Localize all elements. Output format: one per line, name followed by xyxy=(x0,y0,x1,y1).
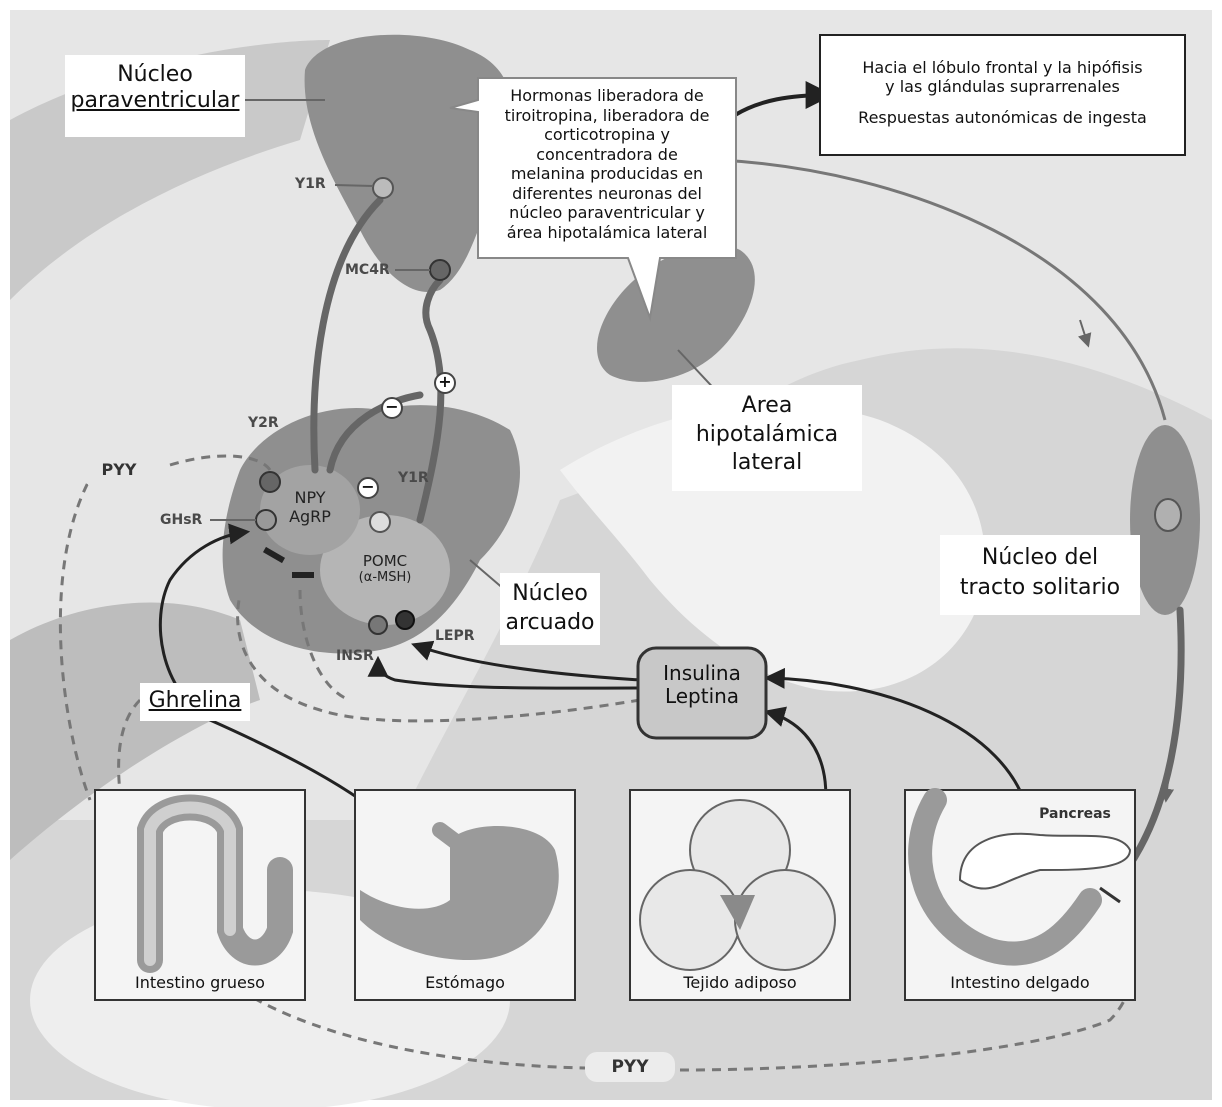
leptina-text: Leptina xyxy=(640,685,764,708)
hormones-line-3: corticotropina y xyxy=(480,125,734,145)
ghsr-label: GHsR xyxy=(160,512,202,528)
y2r-label: Y2R xyxy=(248,415,279,431)
caption-adiposo: Tejido adiposo xyxy=(640,973,840,992)
lepr-label: LEPR xyxy=(435,628,475,644)
hormones-line-1: Hormonas liberadora de xyxy=(480,86,734,106)
pvn-label: Núcleo paraventricular xyxy=(65,62,245,115)
pyy-bottom-label: PYY xyxy=(585,1057,675,1077)
arcuado-line-1: Núcleo xyxy=(500,580,600,609)
solitario-line-2: tracto solitario xyxy=(940,573,1140,603)
y1r-top-receptor xyxy=(373,178,393,198)
msh-text: (α-MSH) xyxy=(340,570,430,586)
hormones-line-5: melanina producidas en xyxy=(480,164,734,184)
insulina-text: Insulina xyxy=(640,662,764,685)
hormones-label: Hormonas liberadora de tiroitropina, lib… xyxy=(480,86,734,242)
caption-grueso: Intestino grueso xyxy=(100,973,300,992)
lateral-line-2: hipotalámica xyxy=(672,421,862,450)
lateral-line-3: lateral xyxy=(672,449,862,478)
insr-label: INSR xyxy=(336,648,374,664)
npy-agrp-label: NPY AgRP xyxy=(280,488,340,526)
fat-cell-2 xyxy=(640,870,740,970)
inhibition-bar-2 xyxy=(292,572,314,578)
arcuado-label: Núcleo arcuado xyxy=(500,580,600,637)
agrp-text: AgRP xyxy=(280,507,340,526)
y1r-mid-receptor xyxy=(370,512,390,532)
y1r-mid-label: Y1R xyxy=(398,470,429,486)
caption-delgado: Intestino delgado xyxy=(920,973,1120,992)
caption-estomago: Estómago xyxy=(365,973,565,992)
hormones-line-6: diferentes neuronas del xyxy=(480,184,734,204)
mc4r-label: MC4R xyxy=(345,262,390,278)
pomc-text: POMC xyxy=(340,552,430,570)
frontal-label: Hacia el lóbulo frontal y la hipófisis y… xyxy=(822,58,1183,128)
solitario-label: Núcleo del tracto solitario xyxy=(940,543,1140,602)
minus-sign-1: − xyxy=(382,397,402,416)
pancreas-label: Pancreas xyxy=(1030,806,1120,823)
pvn-line-2: paraventricular xyxy=(65,88,245,114)
lateral-label: Area hipotalámica lateral xyxy=(672,392,862,478)
frontal-line-2: y las glándulas suprarrenales xyxy=(822,77,1183,96)
npy-text: NPY xyxy=(280,488,340,507)
pvn-line-1: Núcleo xyxy=(65,62,245,88)
solitary-neuron xyxy=(1155,499,1181,531)
lepr-receptor xyxy=(396,611,414,629)
mc4r-receptor xyxy=(430,260,450,280)
lateral-line-1: Area xyxy=(672,392,862,421)
pomc-label: POMC (α-MSH) xyxy=(340,552,430,586)
y1r-leader xyxy=(335,185,373,186)
pyy-top-label: PYY xyxy=(88,460,150,479)
hormones-line-4: concentradora de xyxy=(480,145,734,165)
frontal-line-3: Respuestas autonómicas de ingesta xyxy=(822,108,1183,127)
ghsr-receptor xyxy=(256,510,276,530)
hormones-line-8: área hipotalámica lateral xyxy=(480,223,734,243)
minus-sign-2: − xyxy=(358,477,378,496)
y2r-receptor xyxy=(260,472,280,492)
y1r-top-label: Y1R xyxy=(295,176,326,192)
solitario-line-1: Núcleo del xyxy=(940,543,1140,573)
frontal-line-1: Hacia el lóbulo frontal y la hipófisis xyxy=(822,58,1183,77)
fat-cell-3 xyxy=(735,870,835,970)
insr-receptor xyxy=(369,616,387,634)
hormones-line-2: tiroitropina, liberadora de xyxy=(480,106,734,126)
plus-sign: + xyxy=(435,372,455,391)
insulin-leptin-label: Insulina Leptina xyxy=(640,662,764,708)
arcuado-line-2: arcuado xyxy=(500,609,600,638)
hormones-line-7: núcleo paraventricular y xyxy=(480,203,734,223)
ghrelina-label: Ghrelina xyxy=(140,688,250,714)
